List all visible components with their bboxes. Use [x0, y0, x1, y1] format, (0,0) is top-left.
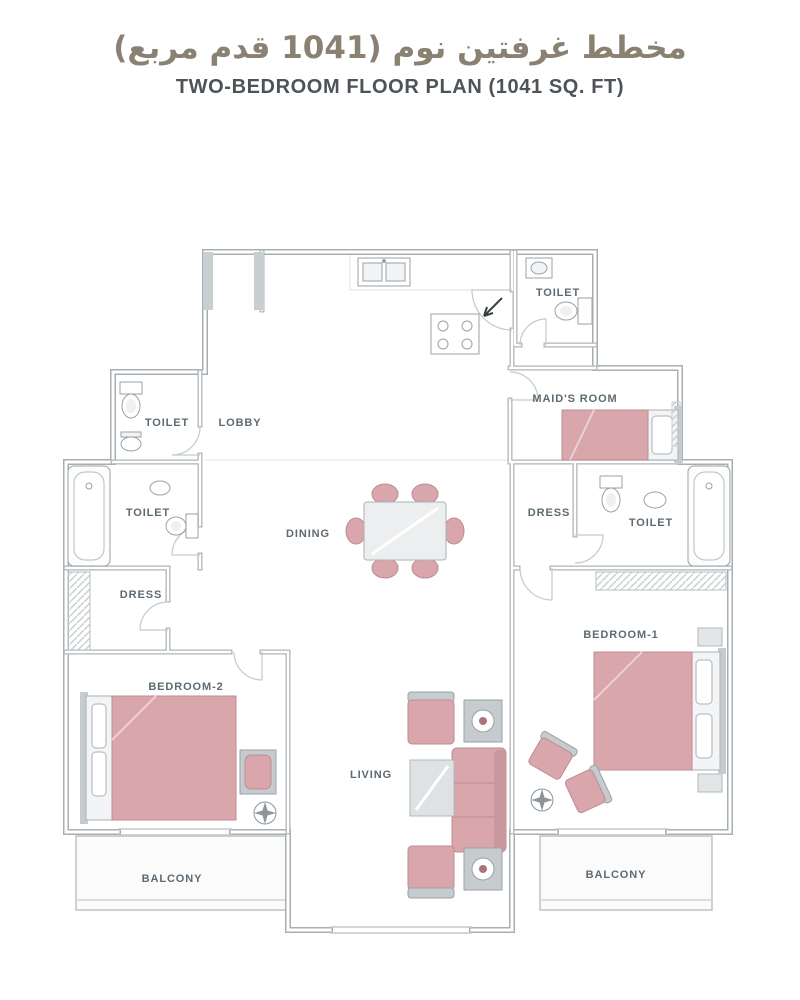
- toilet-icon: [599, 475, 623, 513]
- kitchen-area: [357, 257, 480, 355]
- bed-icon: [80, 692, 237, 824]
- nightstand-icon: [697, 627, 723, 647]
- bedroom-1-area: [528, 571, 727, 814]
- stove-icon: [430, 313, 480, 355]
- closet-hatch: [67, 571, 91, 651]
- stool-icon: [239, 749, 277, 795]
- sliding-doors: [118, 828, 668, 934]
- armchair-icon: [407, 845, 455, 899]
- side-table-icon: [463, 699, 503, 743]
- sink-icon: [120, 431, 142, 452]
- room-label-dress-left: DRESS: [120, 589, 162, 601]
- entry-arrow: [483, 297, 503, 317]
- armchair-icon: [407, 691, 455, 745]
- bed-icon: [593, 648, 726, 774]
- room-label-dining: DINING: [286, 528, 330, 540]
- room-label-bedroom-2: BEDROOM-2: [148, 681, 223, 693]
- room-label-living: LIVING: [350, 769, 392, 781]
- toilet-left-upper-area: [119, 381, 143, 452]
- room-label-balcony-right: BALCONY: [586, 869, 647, 881]
- room-label-toilet-right: TOILET: [629, 517, 673, 529]
- toilet-icon: [119, 381, 143, 419]
- sink-icon: [643, 491, 667, 509]
- sofa-icon: [451, 747, 507, 853]
- toilet-icon: [165, 513, 199, 539]
- room-label-lobby: LOBBY: [219, 417, 262, 429]
- balcony-right-area: [539, 835, 713, 911]
- chair-icon: [564, 764, 613, 814]
- wardrobe-hatch: [595, 571, 727, 591]
- room-label-maids-room: MAID'S ROOM: [532, 393, 617, 405]
- sink-icon: [149, 480, 171, 496]
- title-arabic: مخطط غرفتين نوم (1041 قدم مربع): [113, 30, 687, 66]
- room-label-dress-right: DRESS: [528, 507, 570, 519]
- door-swings: [139, 289, 604, 681]
- maid-bed-icon: [561, 406, 682, 464]
- bedroom-2-area: [80, 692, 277, 825]
- living-area: [407, 691, 507, 899]
- thin-lines: [205, 254, 512, 461]
- dining-area: [345, 483, 465, 579]
- room-label-toilet-left-upper: TOILET: [145, 417, 189, 429]
- room-label-toilet-top: TOILET: [536, 287, 580, 299]
- kitchen-sink-icon: [357, 257, 411, 287]
- page-header: مخطط غرفتين نوم (1041 قدم مربع) TWO-BEDR…: [0, 30, 800, 99]
- chair-icon: [528, 731, 578, 780]
- room-label-toilet-left-lower: TOILET: [126, 507, 170, 519]
- dress-left-area: [67, 571, 91, 651]
- balcony-left-area: [75, 835, 289, 911]
- maids-room-area: [561, 401, 682, 464]
- coffee-table-icon: [409, 759, 455, 817]
- dining-table-icon: [345, 483, 465, 579]
- toilet-left-lower-area: [67, 465, 199, 567]
- toilet-right-area: [599, 465, 731, 567]
- bathtub-icon: [687, 465, 731, 567]
- sink-icon: [525, 257, 553, 279]
- bathtub-icon: [67, 465, 111, 567]
- room-label-balcony-left: BALCONY: [142, 873, 203, 885]
- toilet-top-right-area: [525, 257, 593, 325]
- toilet-icon: [554, 297, 593, 325]
- side-table-icon: [463, 847, 503, 891]
- window-hatch: [671, 401, 681, 447]
- ceiling-fan-icon: [253, 801, 277, 825]
- title-english: TWO-BEDROOM FLOOR PLAN (1041 SQ. FT): [175, 76, 625, 98]
- room-labels: TOILET MAID'S ROOM TOILET LOBBY TOILET D…: [120, 287, 673, 885]
- ceiling-fan-icon: [530, 788, 554, 812]
- room-label-bedroom-1: BEDROOM-1: [583, 629, 658, 641]
- nightstand-icon: [697, 773, 723, 793]
